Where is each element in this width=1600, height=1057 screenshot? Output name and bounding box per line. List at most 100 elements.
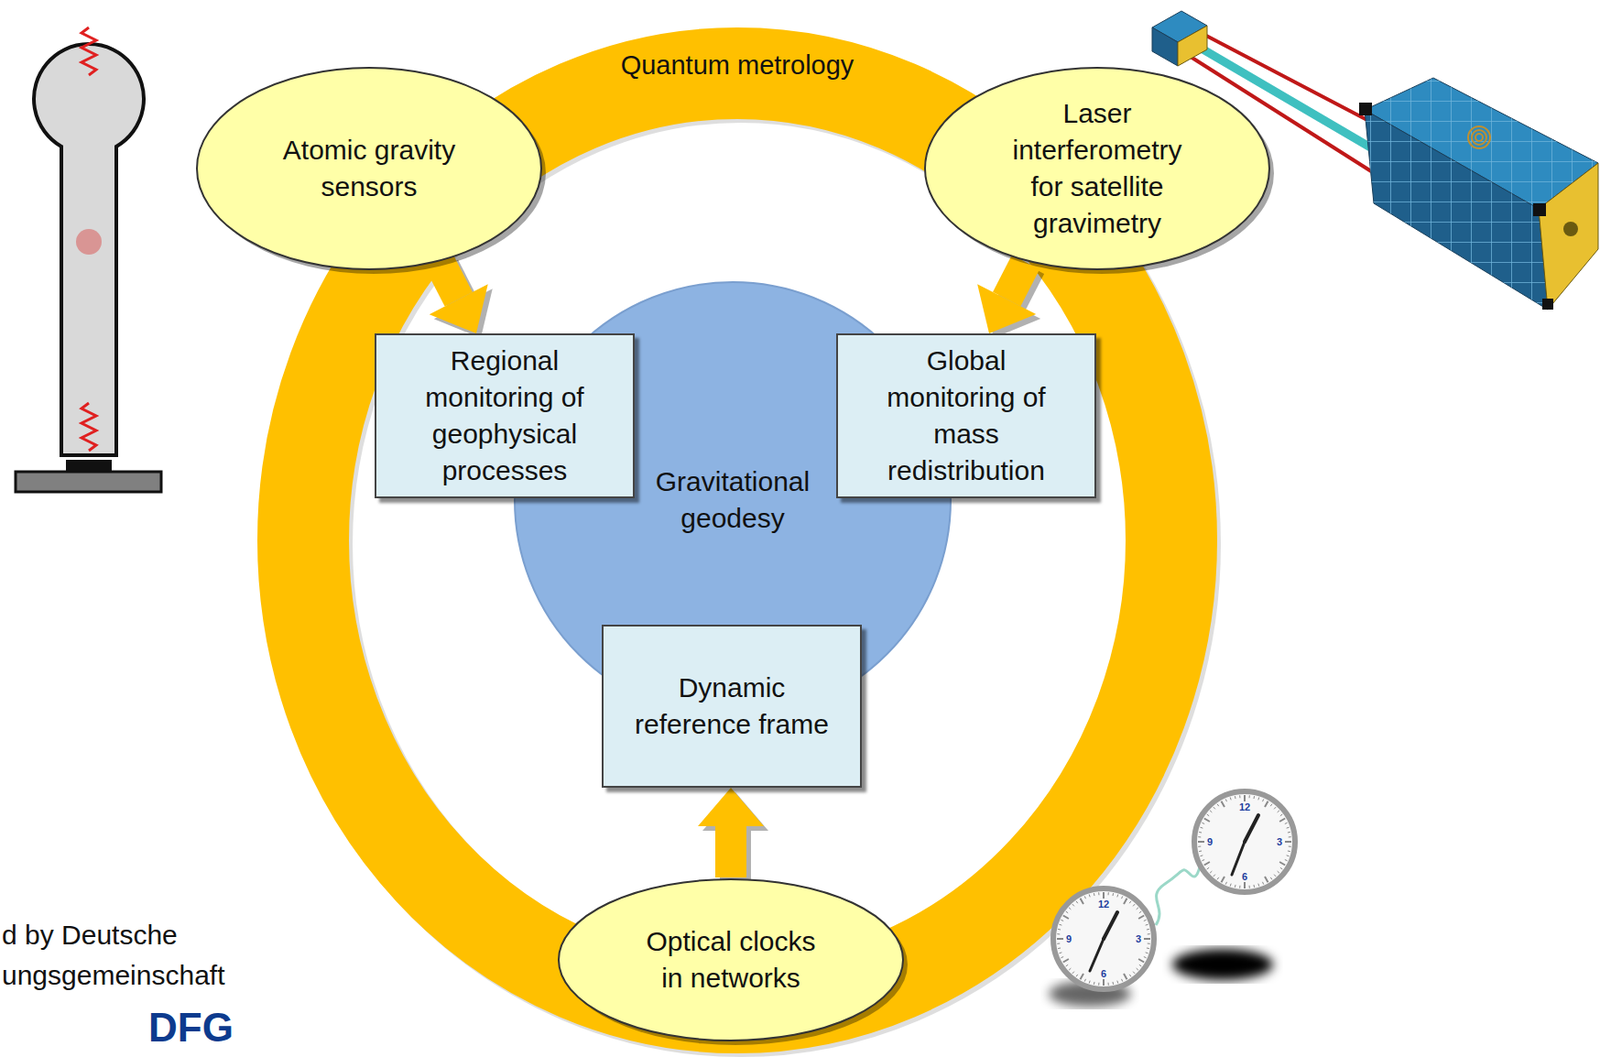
clock-tick [1058,951,1062,954]
clock-tick [1209,870,1212,873]
clock-tick [1286,827,1290,829]
clock-tick [1138,915,1144,920]
ellipse-fill [558,879,904,1041]
clock-number: 6 [1100,968,1107,980]
clock-tick [1287,831,1291,834]
base-pad [65,459,112,471]
arrow-shaft [1006,261,1026,300]
clock-tick [1199,854,1203,857]
satellite-panels [1364,109,1548,310]
clock-tick [1088,893,1091,897]
clock-tick [1147,933,1151,935]
arrow-head [977,283,1036,334]
clock-number: 3 [1276,836,1283,848]
clock-tick [1280,814,1283,817]
clock-tick [1243,794,1246,802]
clock-tick [1225,881,1227,885]
clock-tick [1262,881,1264,885]
clock-tick [1093,892,1096,896]
clock-tick [1197,840,1205,843]
clock-tick [1229,883,1232,887]
clock-tick [1066,964,1068,967]
clock-number: 9 [1207,836,1213,848]
clock-tick [1123,973,1128,980]
clock-tick [1145,924,1149,926]
clock-tick [1116,893,1119,897]
clock-tick [1146,928,1150,931]
clock-tick [1143,919,1147,921]
gravimeter-figure [15,27,162,492]
clock-tick [1209,810,1212,813]
clock-tick [1257,796,1260,800]
block-arrow [429,261,493,338]
clock-tick [1273,806,1276,809]
satellite-corner [1542,298,1554,310]
application-box: Dynamic reference frame [601,624,862,788]
clock-tick [1145,951,1149,954]
clock-tick [1279,818,1285,823]
clock-number: 12 [1098,898,1110,910]
clock-number: 12 [1239,801,1251,813]
node-text: Dynamic reference frame [629,669,836,743]
clock-tick [1080,973,1085,980]
clock-tick [1197,836,1201,838]
clock-tick [1204,818,1210,823]
clock-tick [1207,814,1209,817]
clock-tick [1234,884,1237,888]
clock-tick [1221,876,1226,882]
clock-tick [1068,907,1071,910]
clock-tick [1076,901,1078,904]
satellite-corner [1533,203,1546,217]
clock-tick [1093,981,1096,985]
clock-tick [1277,870,1280,873]
clock-tick [1139,964,1142,967]
satellite-body-side [1364,109,1548,310]
clock-tick [1239,794,1241,798]
clock-tick [1058,924,1062,926]
clock-tick [1257,883,1260,887]
clock-tick [1213,874,1216,877]
clock-tick [1262,798,1264,802]
arrow-body [697,787,764,878]
clock-tick [1234,795,1237,799]
clock-tick [1249,794,1251,798]
clock-tick [1057,946,1061,949]
arrow-head [429,283,489,334]
node-text: Global monitoring of mass redistribution [874,342,1058,490]
clock-tick [1199,827,1203,829]
clock-tick [1129,901,1132,904]
vacuum-tube [33,43,144,456]
clock-tick [1129,974,1132,977]
clock-tick [1138,958,1144,963]
clock-tick [1207,867,1209,870]
node-outline [195,65,544,272]
clock-tick [1198,831,1202,834]
clock-tick [1080,898,1085,904]
clock-tick [1056,933,1060,935]
ellipse-fill [925,67,1270,270]
clock-shadow [1172,948,1274,980]
arrow-body [977,261,1036,334]
arrow-shaft [715,826,747,878]
node-text: Optical clocks in networks [637,923,826,997]
satellite-spiral [1468,126,1491,149]
clock-tick [1084,979,1086,982]
arrow-shaft [439,261,459,299]
clock-tick [1264,801,1269,807]
clock-tick [1147,943,1151,945]
clock-tick [1217,804,1220,806]
clock-tick [1072,971,1075,974]
clock-tick [1287,849,1291,852]
clock-number: 3 [1135,933,1142,945]
clock-hands [1089,815,1259,971]
clock-tick [1229,796,1232,800]
clock-tick [1143,957,1147,958]
clock-tick [1284,822,1288,824]
clock-tick [1066,911,1068,914]
clock-tick [1056,937,1064,940]
node-text: Atomic gravity sensors [266,131,473,206]
clock-tick [1288,836,1292,838]
clock-tick [1143,937,1151,940]
clock-tick [1201,822,1205,824]
clock-tick [1146,946,1150,949]
